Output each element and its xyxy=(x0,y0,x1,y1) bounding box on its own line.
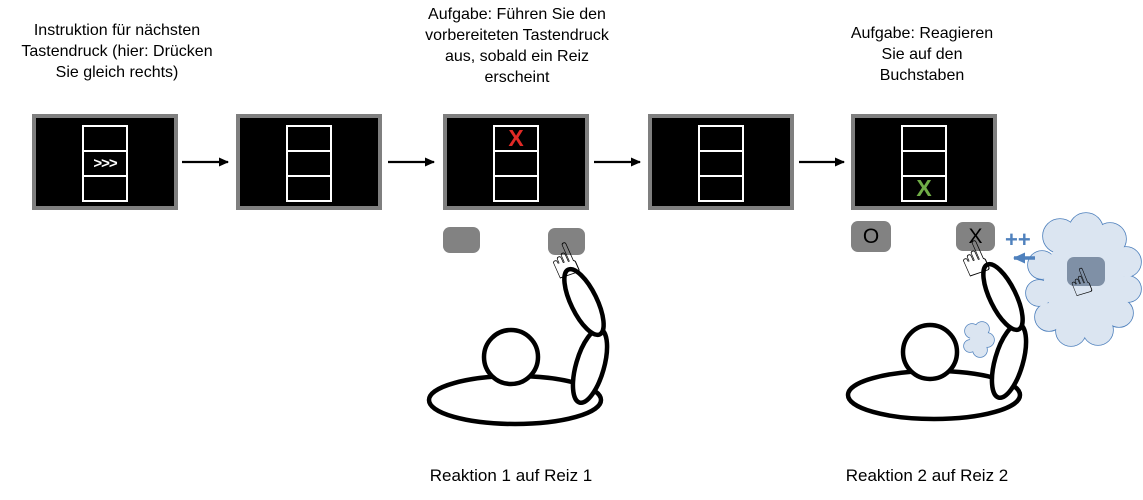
grid-cell xyxy=(698,125,744,152)
person-figure-1 xyxy=(429,264,614,424)
placeholder-grid: X xyxy=(901,125,947,202)
screen-blank-2 xyxy=(648,114,794,210)
placeholder-grid xyxy=(286,125,332,202)
reaction1-caption: Reaktion 1 auf Reiz 1 xyxy=(429,466,593,485)
task1-caption: Aufgabe: Führen Sie den vorbereiteten Ta… xyxy=(425,6,609,86)
screen-stimulus-1: X xyxy=(443,114,589,210)
placeholder-grid: X xyxy=(493,125,539,202)
cue-arrows-symbol: >>> xyxy=(93,155,117,172)
grid-cell xyxy=(901,125,947,152)
screen-instruction-cue: >>> xyxy=(32,114,178,210)
grid-cell xyxy=(286,175,332,202)
placeholder-grid xyxy=(698,125,744,202)
grid-cell xyxy=(901,150,947,177)
response-key-right xyxy=(548,228,585,255)
grid-cell: >>> xyxy=(82,150,128,177)
grid-cell xyxy=(82,125,128,152)
instruction-caption: Instruktion für nächsten Tastendruck (hi… xyxy=(21,22,213,81)
grid-cell xyxy=(493,175,539,202)
imagined-response-key xyxy=(1067,257,1105,286)
green-x-stimulus: X xyxy=(916,175,932,201)
response-key-o: O xyxy=(851,221,891,252)
grid-cell xyxy=(286,125,332,152)
screen-blank-1 xyxy=(236,114,382,210)
response-key-x: X xyxy=(956,222,995,251)
grid-cell xyxy=(286,150,332,177)
grid-cell xyxy=(82,175,128,202)
grid-cell xyxy=(698,150,744,177)
red-x-stimulus: X xyxy=(508,125,524,151)
thought-cloud-icon xyxy=(1025,212,1142,347)
grid-cell: X xyxy=(901,175,947,202)
grid-cell xyxy=(493,150,539,177)
task2-caption: Aufgabe: Reagieren Sie auf den Buchstabe… xyxy=(850,25,994,84)
reward-plus-label: ++ xyxy=(1005,227,1031,252)
grid-cell: X xyxy=(493,125,539,152)
placeholder-grid: >>> xyxy=(82,125,128,202)
reaction2-caption: Reaktion 2 auf Reiz 2 xyxy=(845,466,1009,485)
person-figure-2 xyxy=(848,259,1033,419)
response-key-left xyxy=(443,227,480,253)
grid-cell xyxy=(698,175,744,202)
screen-stimulus-2: X xyxy=(851,114,997,210)
thought-puff-icon xyxy=(963,321,995,358)
